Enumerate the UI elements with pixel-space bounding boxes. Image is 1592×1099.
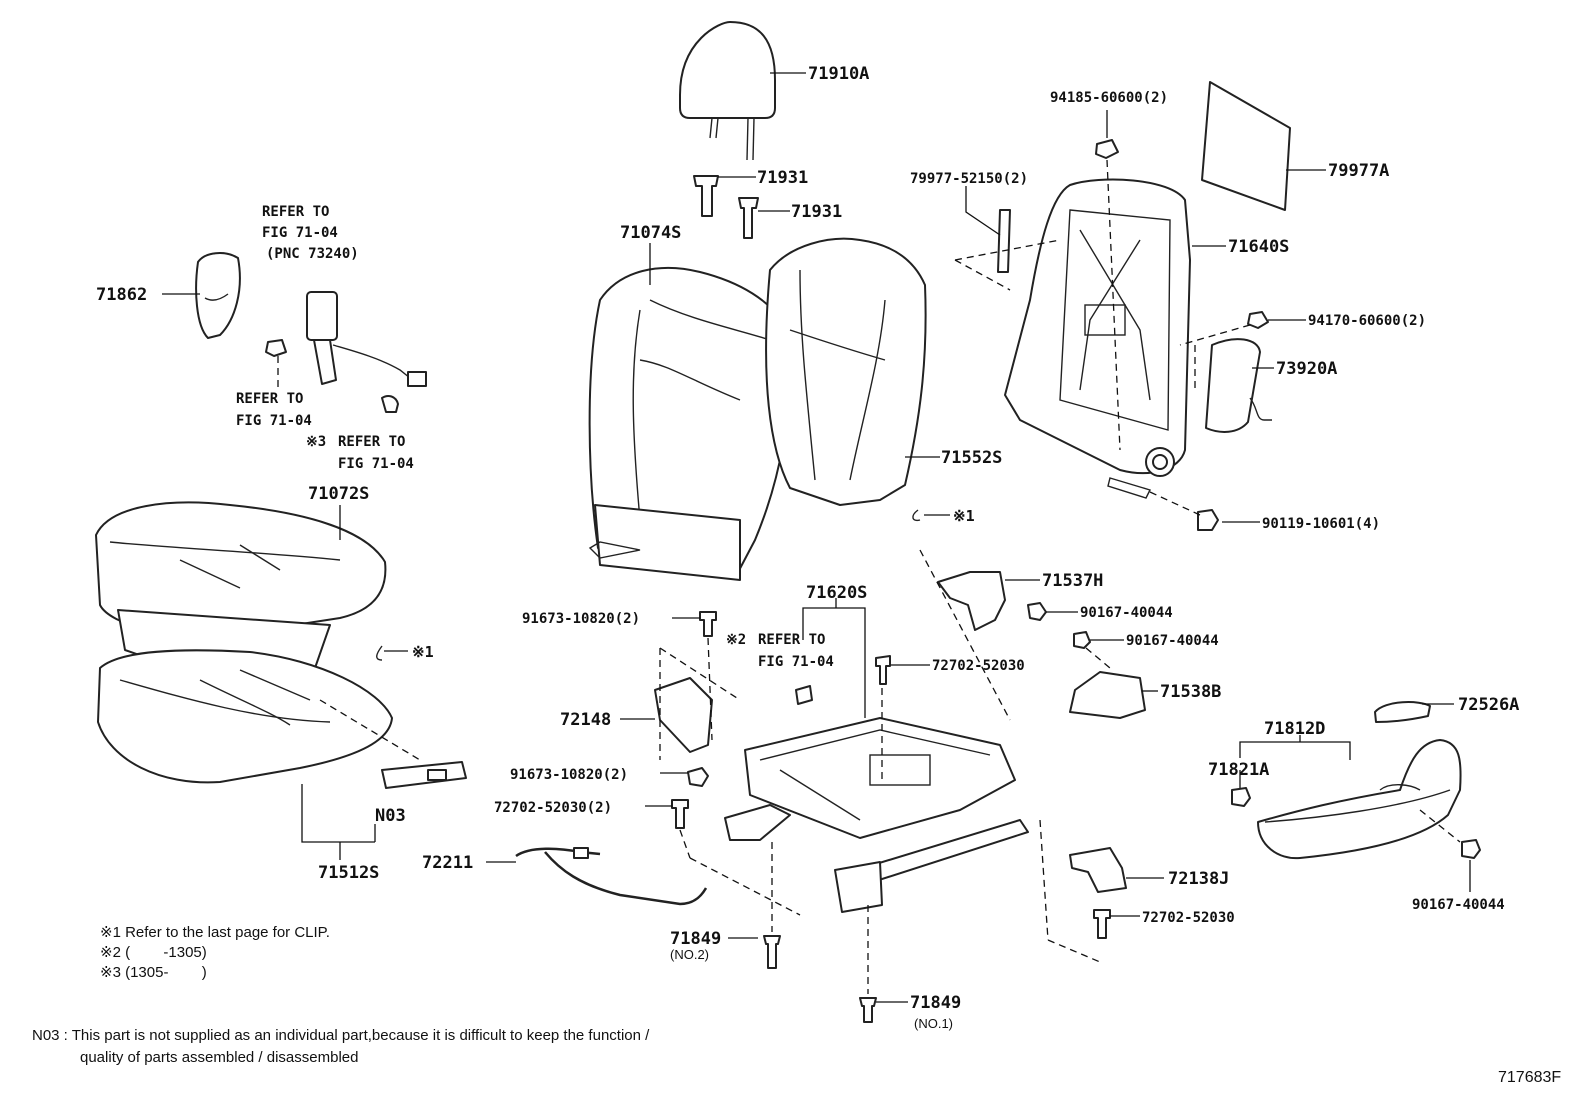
label-pin-no1: 71849 [910, 993, 961, 1013]
screw-part [1027, 602, 1091, 649]
clip-shield-part [1231, 787, 1251, 807]
screw-shield-part [1461, 839, 1481, 859]
label-guide-1: 71931 [757, 168, 808, 188]
headrest-guide-part [693, 175, 759, 239]
headrest-part [679, 21, 776, 161]
side-pad-part [1205, 338, 1272, 433]
footnote-2: ※2 ( -1305) [100, 944, 207, 961]
knob-part [1374, 701, 1431, 723]
bolt-cover-part [1093, 909, 1111, 939]
label-screw-3: 90167-40044 [1412, 897, 1505, 913]
pin-no2-part [763, 935, 781, 969]
clip-adjuster-part [795, 685, 813, 705]
label-nut-side: 94170-60600(2) [1308, 313, 1426, 329]
panel-part [1201, 81, 1291, 211]
seat-cushion-pad-part [97, 649, 393, 784]
label-pin-no2-sub: (NO.2) [670, 947, 709, 962]
bolt-adjuster-part [875, 655, 891, 685]
label-bolt-frame: 90119-10601(4) [1262, 516, 1380, 532]
label-side-pad: 73920A [1276, 359, 1337, 379]
label-screw-2: 90167-40044 [1126, 633, 1219, 649]
label-bolt-bracket-top: 91673-10820(2) [522, 611, 640, 627]
label-bolt-cover: 72702-52030 [1142, 910, 1235, 926]
label-shield-outer: 71812D [1264, 719, 1325, 739]
hinge-cover-2-part [1069, 671, 1146, 719]
cover-small-part [1069, 847, 1127, 893]
footnote-3: ※3 (1305- ) [100, 964, 207, 981]
label-cushion-cover: 71072S [308, 484, 369, 504]
label-bar: 72211 [422, 853, 473, 873]
label-pad: N03 [375, 806, 406, 826]
bracket-part [654, 677, 713, 753]
pin-no1-part [859, 997, 877, 1023]
label-back-pad: 71552S [941, 448, 1002, 468]
label-refer-clip-mark: ※3 [306, 434, 326, 450]
label-refer-adj-mark: ※2 [726, 632, 746, 648]
footnote-1: ※1 Refer to the last page for CLIP. [100, 924, 330, 941]
label-bracket: 72148 [560, 710, 611, 730]
label-refer-adj-1: REFER TO [758, 632, 825, 648]
seat-back-cover-part [588, 266, 792, 581]
label-knob: 72526A [1458, 695, 1519, 715]
label-bolt-rear: 72702-52030(2) [494, 800, 612, 816]
label-panel: 79977A [1328, 161, 1389, 181]
seat-back-pad-part [765, 237, 927, 506]
hinge-cover-part [937, 571, 1006, 631]
label-screw-1: 90167-40044 [1080, 605, 1173, 621]
label-pin-no2: 71849 [670, 929, 721, 949]
bolt-bracket-part [687, 611, 717, 787]
label-guide-2: 71931 [791, 202, 842, 222]
bolt-frame-part [1197, 509, 1219, 531]
label-refer-belt-1: REFER TO [262, 204, 329, 220]
label-cover-small: 72138J [1168, 869, 1229, 889]
label-strip: 79977-52150(2) [910, 171, 1028, 187]
label-refer-nut-1: REFER TO [236, 391, 303, 407]
seat-adjuster-part [724, 717, 1029, 913]
footnote-n03-line1: N03 : This part is not supplied as an in… [32, 1027, 650, 1044]
label-hinge-cover-2: 71538B [1160, 682, 1221, 702]
footnote-n03-line2: quality of parts assembled / disassemble… [80, 1049, 358, 1066]
shield-outer-part [1257, 739, 1462, 860]
clip-cushion-part [376, 645, 383, 661]
clip-back-part [912, 509, 921, 522]
label-headrest: 71910A [808, 64, 869, 84]
label-cushion-pad: 71512S [318, 863, 379, 883]
label-refer-belt-3: (PNC 73240) [266, 246, 359, 262]
label-bolt-bracket-low: 91673-10820(2) [510, 767, 628, 783]
label-adjuster: 71620S [806, 583, 867, 603]
strip-part [997, 209, 1011, 273]
shield-71862-part [195, 252, 241, 339]
nut-part [265, 339, 399, 413]
n03-part [381, 761, 467, 789]
label-nut-top: 94185-60600(2) [1050, 90, 1168, 106]
label-hinge-cover: 71537H [1042, 571, 1103, 591]
label-refer-clip-2: FIG 71-04 [338, 456, 414, 472]
nut-top-part [1095, 139, 1119, 159]
seat-back-frame-part [1004, 178, 1191, 499]
bolt-rear-part [671, 799, 689, 829]
label-back-cover: 71074S [620, 223, 681, 243]
label-refer-belt-2: FIG 71-04 [262, 225, 338, 241]
label-refer-nut-2: FIG 71-04 [236, 413, 312, 429]
nut-side-part [1247, 311, 1269, 329]
label-refer-adj-2: FIG 71-04 [758, 654, 834, 670]
label-shield: 71862 [96, 285, 147, 305]
label-back-frame: 71640S [1228, 237, 1289, 257]
label-clip-back-mark: ※1 [953, 507, 975, 525]
label-pin-no1-sub: (NO.1) [914, 1016, 953, 1031]
label-clip-cushion-mark: ※1 [412, 643, 434, 661]
seat-belt-buckle-part [306, 291, 427, 387]
label-clip-shield: 71821A [1208, 760, 1269, 780]
bar-part [515, 847, 708, 906]
label-refer-clip-1: REFER TO [338, 434, 405, 450]
label-bolt-adj: 72702-52030 [932, 658, 1025, 674]
figure-id: 717683F [1498, 1069, 1561, 1086]
